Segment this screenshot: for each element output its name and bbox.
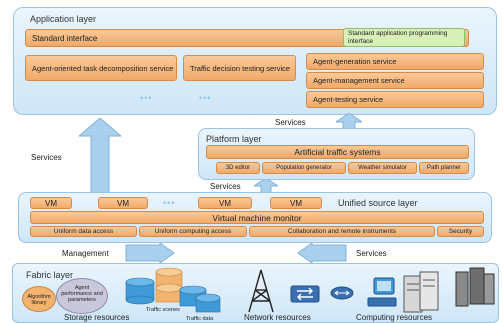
storage-resources-label: Storage resources: [64, 313, 130, 322]
unified-source-layer-title: Unified source layer: [338, 198, 418, 208]
arrow-up-right-icon: [336, 113, 362, 131]
network-resources-label: Network resources: [244, 313, 311, 322]
api-box: Standard application programming interfa…: [343, 28, 465, 47]
services-label-right: Services: [356, 249, 387, 258]
traffic-data-label: Traffic data: [186, 316, 214, 322]
server-rack-icon: [403, 271, 439, 313]
tool-3d-editor: 3D editor: [216, 162, 260, 174]
management-label: Management: [62, 249, 109, 258]
agent-parameters-icon: Agent performance and parameters: [56, 278, 108, 314]
antenna-tower-icon: [248, 269, 274, 313]
collaboration-remote-instruments: Collaboration and remote instruments: [249, 226, 435, 237]
task-decomposition-service: Agent-oriented task decomposition servic…: [25, 55, 177, 81]
uniform-data-access: Uniform data access: [30, 226, 137, 237]
vm-box: VM: [30, 197, 72, 209]
arrow-up-mid-icon: [254, 178, 278, 196]
tool-population-generator: Population generator: [262, 162, 346, 174]
workstation-icon: [367, 277, 397, 307]
agent-management-service: Agent-management service: [306, 72, 484, 89]
database-cylinders-icon: [125, 267, 221, 313]
vm-box: VM: [98, 197, 148, 209]
uniform-computing-access: Uniform computing access: [139, 226, 247, 237]
services-label-mid: Services: [210, 182, 241, 191]
algorithm-library-icon: Algorithm library: [22, 286, 56, 312]
security-box: Security: [437, 226, 484, 237]
platform-layer-title: Platform layer: [206, 134, 262, 144]
services-label-left: Services: [31, 153, 62, 162]
artificial-traffic-systems: Artificial traffic systems: [206, 145, 469, 159]
agent-testing-service: Agent-testing service: [306, 91, 484, 108]
fabric-layer-title: Fabric layer: [26, 270, 74, 280]
traffic-decision-service: Traffic decision testing service: [183, 55, 296, 81]
router-icon: [330, 286, 354, 300]
ellipsis-dots: •••: [140, 93, 153, 103]
traffic-scenes-label: Traffic scenes: [146, 307, 180, 313]
computing-resources-label: Computing resources: [356, 313, 433, 322]
application-layer-title: Application layer: [30, 14, 97, 24]
network-switch-icon: [290, 285, 320, 303]
services-label-top: Services: [275, 118, 306, 127]
ellipsis-dots: •••: [163, 198, 176, 208]
vm-box: VM: [198, 197, 252, 209]
arrow-down-management-icon: [125, 243, 175, 263]
arrow-up-left-icon: [79, 118, 121, 196]
tool-weather-simulator: Weather simulator: [348, 162, 417, 174]
vm-box: VM: [270, 197, 322, 209]
tower-servers-icon: [455, 267, 495, 307]
agent-generation-service: Agent-generation service: [306, 53, 484, 70]
arrow-up-services-icon: [297, 243, 347, 263]
tool-path-planner: Path planner: [419, 162, 469, 174]
virtual-machine-monitor: Virtual machine monitor: [30, 211, 484, 224]
ellipsis-dots: •••: [199, 93, 212, 103]
